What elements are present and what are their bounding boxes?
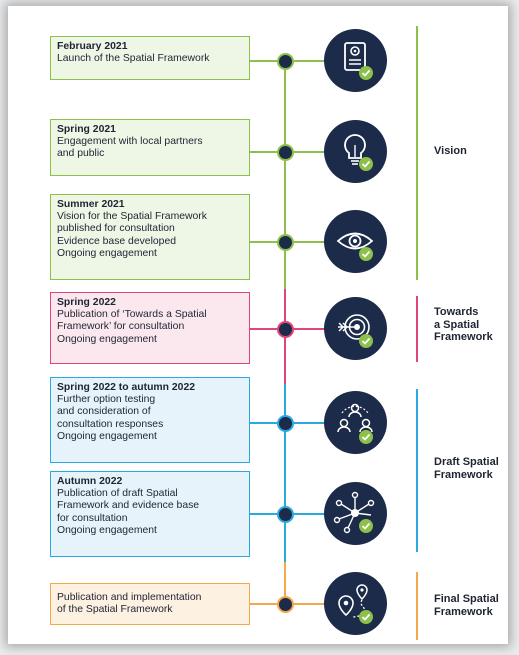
milestone-text: published for consultation [57,223,175,235]
milestone-text: Further option testing [57,394,156,406]
milestone-text: and public [57,148,105,160]
milestone-text: Ongoing engagement [57,333,157,345]
milestone-text: Launch of the Spatial Framework [57,53,210,65]
timeline-dot [277,321,294,338]
lightbulb-icon [324,120,387,183]
milestone-box-2: Spring 2021 Engagement with local partne… [50,119,250,176]
phase-label-vision: Vision [434,145,467,157]
timeline-dot [277,415,294,432]
milestone-text: Framework and evidence base [57,500,200,512]
target-icon [324,297,387,360]
milestone-box-1: February 2021 Launch of the Spatial Fram… [50,36,250,80]
milestone-title: Summer 2021 [57,199,125,210]
milestone-text: Publication of draft Spatial [57,488,178,500]
timeline-page: February 2021 Launch of the Spatial Fram… [8,6,508,644]
milestone-box-5: Spring 2022 to autumn 2022 Further optio… [50,377,250,463]
milestone-box-4: Spring 2022 Publication of ‘Towards a Sp… [50,292,250,364]
milestone-title: Spring 2022 [57,297,116,308]
phase-label-final: Final Spatial Framework [434,593,499,618]
milestone-box-6: Autumn 2022 Publication of draft Spatial… [50,471,250,557]
milestone-title: Spring 2022 to autumn 2022 [57,382,196,393]
milestone-title: February 2021 [57,41,128,52]
phase-label-towards: Towards a Spatial Framework [434,306,493,343]
timeline-line-vision [284,61,286,289]
route-pin-icon [324,572,387,635]
milestone-title: Autumn 2022 [57,476,123,487]
phase-bar-draft [416,389,418,552]
timeline-dot [277,53,294,70]
milestone-text: Framework’ for consultation [57,321,185,333]
milestone-text: Ongoing engagement [57,524,157,536]
milestone-title: Spring 2021 [57,124,116,135]
milestone-text: Publication and implementation [57,592,202,603]
network-nodes-icon [324,482,387,545]
milestone-text: and consideration of [57,406,151,418]
timeline-dot [277,234,294,251]
milestone-text: Ongoing engagement [57,430,157,442]
milestone-text: Publication of ‘Towards a Spatial [57,309,207,321]
timeline-dot [277,596,294,613]
milestone-text: Evidence base developed [57,235,177,247]
milestone-text: consultation responses [57,418,164,430]
milestone-text: for consultation [57,512,128,524]
timeline-dot [277,506,294,523]
phase-label-draft: Draft Spatial Framework [434,456,499,481]
phase-bar-towards [416,296,418,362]
milestone-box-7: Publication and implementation of the Sp… [50,583,250,625]
milestone-text: of the Spatial Framework [57,604,173,616]
phase-bar-final [416,572,418,640]
timeline-line-draft [284,384,286,562]
milestone-text: Engagement with local partners [57,136,203,148]
timeline-line-final [284,562,286,604]
milestone-text: Ongoing engagement [57,247,157,259]
phase-bar-vision [416,26,418,280]
document-gear-icon [324,29,387,92]
timeline-dot [277,144,294,161]
milestone-text: Vision for the Spatial Framework [57,211,207,223]
people-network-icon [324,391,387,454]
eye-icon [324,210,387,273]
milestone-box-3: Summer 2021 Vision for the Spatial Frame… [50,194,250,280]
